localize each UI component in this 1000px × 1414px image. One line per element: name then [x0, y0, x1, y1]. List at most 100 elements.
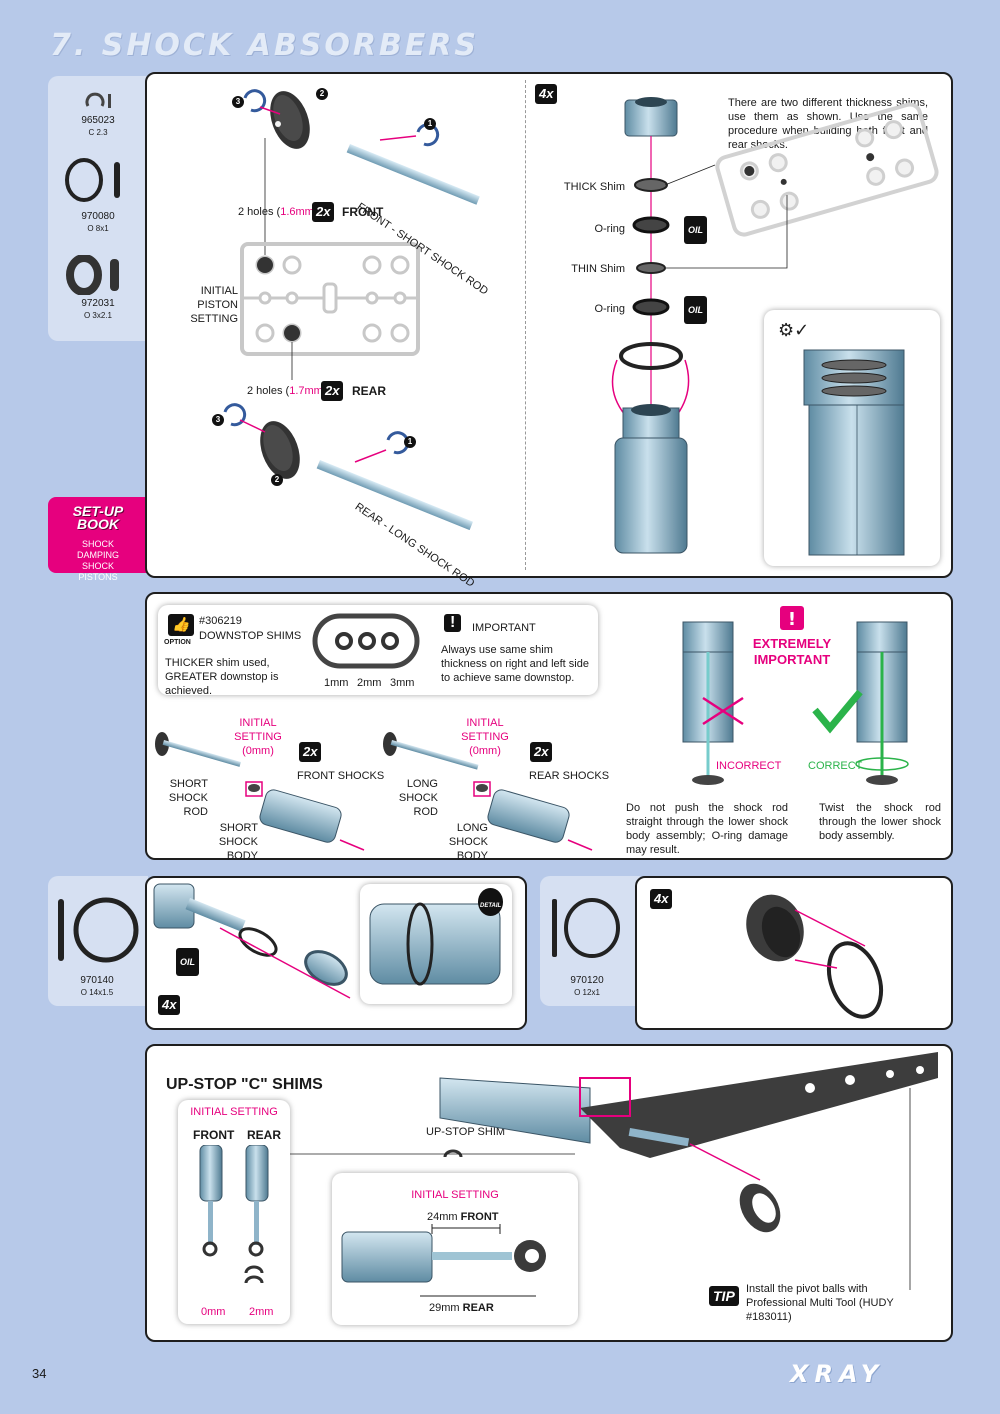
initial-setting-front: INITIAL SETTING(0mm)	[234, 717, 282, 757]
oring-medium-icon	[552, 898, 620, 958]
oring-3x2-image	[66, 255, 130, 295]
upstop-initial: INITIAL SETTING	[190, 1106, 278, 1118]
tip-text: Install the pivot balls with Professiona…	[746, 1283, 894, 1323]
upstop-shim-label: UP-STOP SHIM	[426, 1126, 506, 1138]
cap-detail-art	[369, 902, 501, 986]
downstop-art	[155, 732, 593, 851]
shock-body-art	[611, 97, 939, 554]
incorrect-label: INCORRECT	[716, 760, 782, 772]
callout-2-front: 2	[316, 88, 328, 100]
piston-diagram	[150, 80, 520, 570]
oil-icon-3: OIL	[176, 948, 199, 976]
option-thumb-icon: 👍	[168, 614, 194, 636]
rod-length-art	[341, 1224, 546, 1297]
piston-art	[223, 89, 480, 531]
setup-book-title1: SET-UP	[72, 503, 124, 519]
oring-12-image	[548, 895, 628, 965]
chassis-diagram	[290, 1048, 945, 1298]
chassis-art	[290, 1052, 938, 1290]
parts-sidebar	[48, 76, 148, 341]
upstop-front: FRONT	[193, 1128, 235, 1142]
correct-text: Twist the shock rod through the lower sh…	[819, 802, 941, 842]
length-diagram	[340, 1222, 570, 1302]
rear-holes: 2 holes (1.7mm)	[247, 385, 327, 397]
downstop-desc: THICKER shim used, GREATER downstop is a…	[165, 657, 279, 697]
callout-2-rear: 2	[271, 474, 283, 486]
long-rod-label: LONG SHOCK ROD	[398, 778, 438, 818]
setup-book-badge[interactable]: SET-UP BOOK SHOCK DAMPING SHOCK PISTONS	[48, 497, 148, 582]
rear-qty: 2x	[321, 381, 344, 401]
thin-shim-label: THIN Shim	[571, 263, 625, 275]
short-rod-label: SHORT SHOCK ROD	[168, 778, 208, 818]
callout-3-front: 3	[232, 96, 244, 108]
front-shocks-label: FRONT SHOCKS	[297, 770, 385, 782]
cap-qty: 4x	[158, 995, 181, 1015]
initial-piston-setting: INITIAL PISTON SETTING	[190, 285, 238, 325]
upstop-front-val: 0mm	[201, 1306, 226, 1318]
cap-detail-card	[360, 884, 512, 1004]
detail-icon[interactable]: DETAIL	[478, 888, 504, 916]
downstop-name: DOWNSTOP SHIMS	[199, 630, 302, 642]
important-text: Always use same shim thickness on right …	[441, 644, 589, 684]
downstop-card	[158, 605, 598, 695]
nut-diagram	[725, 888, 895, 1023]
oil-icon-2: OIL	[684, 296, 707, 324]
callout-1-front: 1	[424, 118, 436, 130]
shim-size-1: 1mm	[324, 677, 349, 689]
setup-book-sub: SHOCK DAMPING SHOCK PISTONS	[76, 539, 119, 582]
oring-label-2: O-ring	[594, 303, 625, 315]
c-shim-icon	[443, 1149, 463, 1158]
important-label: IMPORTANT	[472, 622, 536, 634]
cap-assembly-diagram	[150, 880, 360, 1025]
rear-label: REAR	[352, 384, 387, 398]
page-title: 7. SHOCK ABSORBERS	[50, 28, 479, 63]
oring-label-1: O-ring	[594, 223, 625, 235]
front-shocks-qty: 2x	[299, 742, 322, 762]
downstop-shims-image	[312, 612, 422, 672]
callout-1-rear: 1	[404, 436, 416, 448]
oil-icon-1: OIL	[684, 216, 707, 244]
oring-large-icon	[58, 897, 139, 963]
oring-thick-icon	[66, 255, 119, 295]
shim-size-3: 3mm	[390, 677, 415, 689]
twist-art: !	[682, 606, 909, 785]
eclip-icon	[85, 92, 111, 108]
oring-icon	[65, 158, 120, 202]
thick-shim-label: THICK Shim	[563, 181, 625, 193]
rear-shocks-qty: 2x	[530, 742, 553, 762]
rear-length: 29mm REAR	[429, 1302, 494, 1314]
rear-shocks-label: REAR SHOCKS	[529, 770, 610, 782]
downstop-diagram	[150, 700, 595, 860]
front-length: 24mm FRONT	[427, 1211, 499, 1223]
upstop-setting-card	[178, 1100, 290, 1324]
nut-art	[746, 894, 884, 1019]
cap-art	[153, 883, 351, 999]
brand-text: XRAY	[790, 1360, 885, 1388]
upstop-title: UP-STOP "C" SHIMS	[166, 1076, 323, 1093]
svg-text:⚙✓: ⚙✓	[778, 320, 809, 341]
downstop-part: #306219	[199, 615, 242, 627]
incorrect-text: Do not push the shock rod straight throu…	[626, 802, 788, 856]
front-qty: 2x	[312, 202, 335, 222]
extremely-important: EXTREMELY IMPORTANT	[752, 636, 832, 667]
upstop-initial2: INITIAL SETTING	[411, 1189, 499, 1201]
callout-3-rear: 3	[212, 414, 224, 426]
front-holes: 2 holes (1.6mm)	[238, 206, 318, 218]
upstop-rear-val: 2mm	[249, 1306, 274, 1318]
option-label: OPTION	[164, 639, 191, 646]
upstop-shocks-art	[184, 1145, 284, 1305]
brand-logo: XRAY	[790, 1360, 884, 1388]
tip-icon: TIP	[709, 1286, 739, 1306]
mini-shocks-icon	[199, 1145, 269, 1284]
shim-stack-diagram	[595, 90, 945, 560]
nut-qty: 4x	[650, 889, 673, 909]
svg-text:!: !	[788, 609, 796, 630]
correct-incorrect-diagram: !	[675, 600, 945, 800]
correct-label: CORRECT	[808, 760, 863, 772]
shim-size-2: 2mm	[357, 677, 382, 689]
